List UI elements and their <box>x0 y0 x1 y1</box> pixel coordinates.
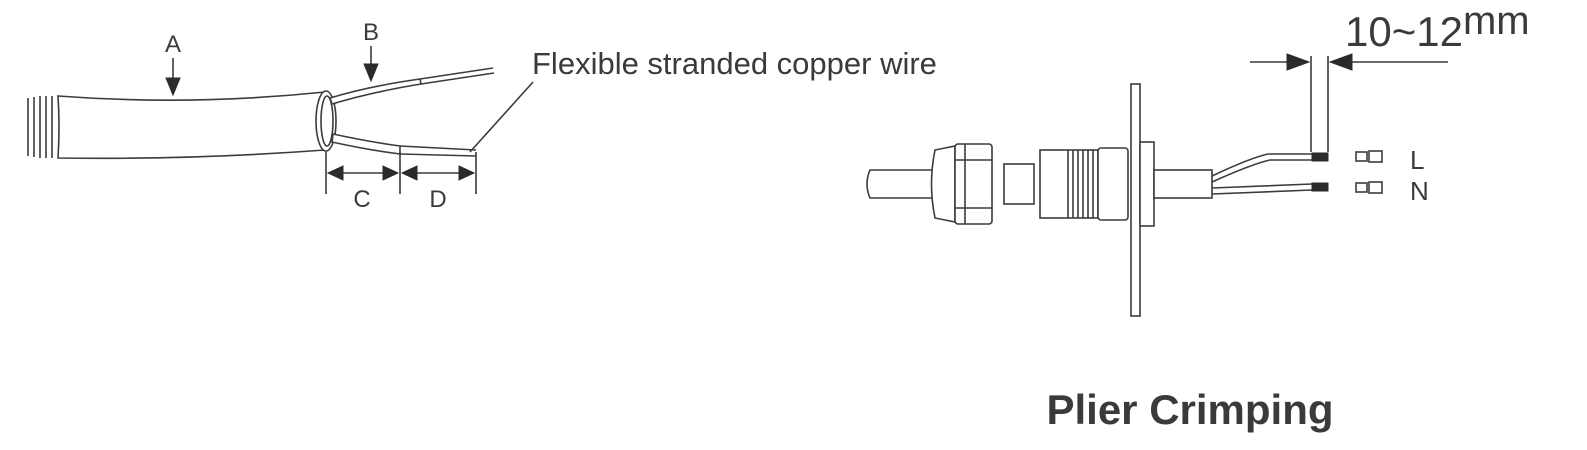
terminal-n-label: N <box>1410 176 1429 206</box>
gland-dome-nut <box>930 145 956 223</box>
stripped-cable-illustration: A B Flexible stranded copper wire C <box>27 19 937 213</box>
arrow-a <box>165 58 181 97</box>
label-a: A <box>165 31 181 58</box>
strip-length-unit: mm <box>1463 0 1530 43</box>
dimension-c <box>325 152 401 194</box>
gland-hex-nut <box>954 143 993 225</box>
strip-length-value: 10~12 <box>1345 8 1463 55</box>
wire-note-label: Flexible stranded copper wire <box>532 46 937 81</box>
conductor-b <box>328 78 422 105</box>
wire-l-bare-end <box>1311 152 1329 162</box>
label-b: B <box>363 19 379 46</box>
conductor-lower <box>331 133 401 155</box>
mounting-plate <box>1130 83 1141 317</box>
cable-gland-illustration: 10~12mm L N <box>866 0 1530 317</box>
outer-jacket <box>57 91 326 160</box>
wire-n-bare-end <box>1311 182 1329 192</box>
strip-length-label: 10~12mm <box>1345 0 1530 55</box>
ferrule-terminal-l <box>1355 150 1383 163</box>
gland-lock-nut <box>1097 147 1129 221</box>
ferrule-terminal-n <box>1355 181 1383 194</box>
jacket-end-ring-inner <box>320 95 334 147</box>
gland-thread-lines <box>1067 150 1094 218</box>
caption-plier-crimping: Plier Crimping <box>1046 386 1333 433</box>
terminal-l-label: L <box>1410 145 1424 175</box>
dimension-d <box>400 152 477 194</box>
inner-nut <box>1139 141 1155 227</box>
gland-seal <box>1003 163 1035 205</box>
gland-thread-body <box>1039 149 1099 219</box>
label-c: C <box>353 186 370 213</box>
incoming-cable <box>866 169 936 199</box>
conductor-lower-bare <box>399 145 477 157</box>
conductor-b-bare <box>419 67 495 85</box>
wire-l <box>1211 153 1312 183</box>
strip-length-dimension <box>1250 53 1448 152</box>
outgoing-cable <box>1153 169 1213 199</box>
wire-note-leader <box>469 81 534 153</box>
cable-end-ribs <box>27 96 53 158</box>
wire-n <box>1211 183 1313 195</box>
arrow-b <box>363 46 379 83</box>
label-d: D <box>429 186 446 213</box>
